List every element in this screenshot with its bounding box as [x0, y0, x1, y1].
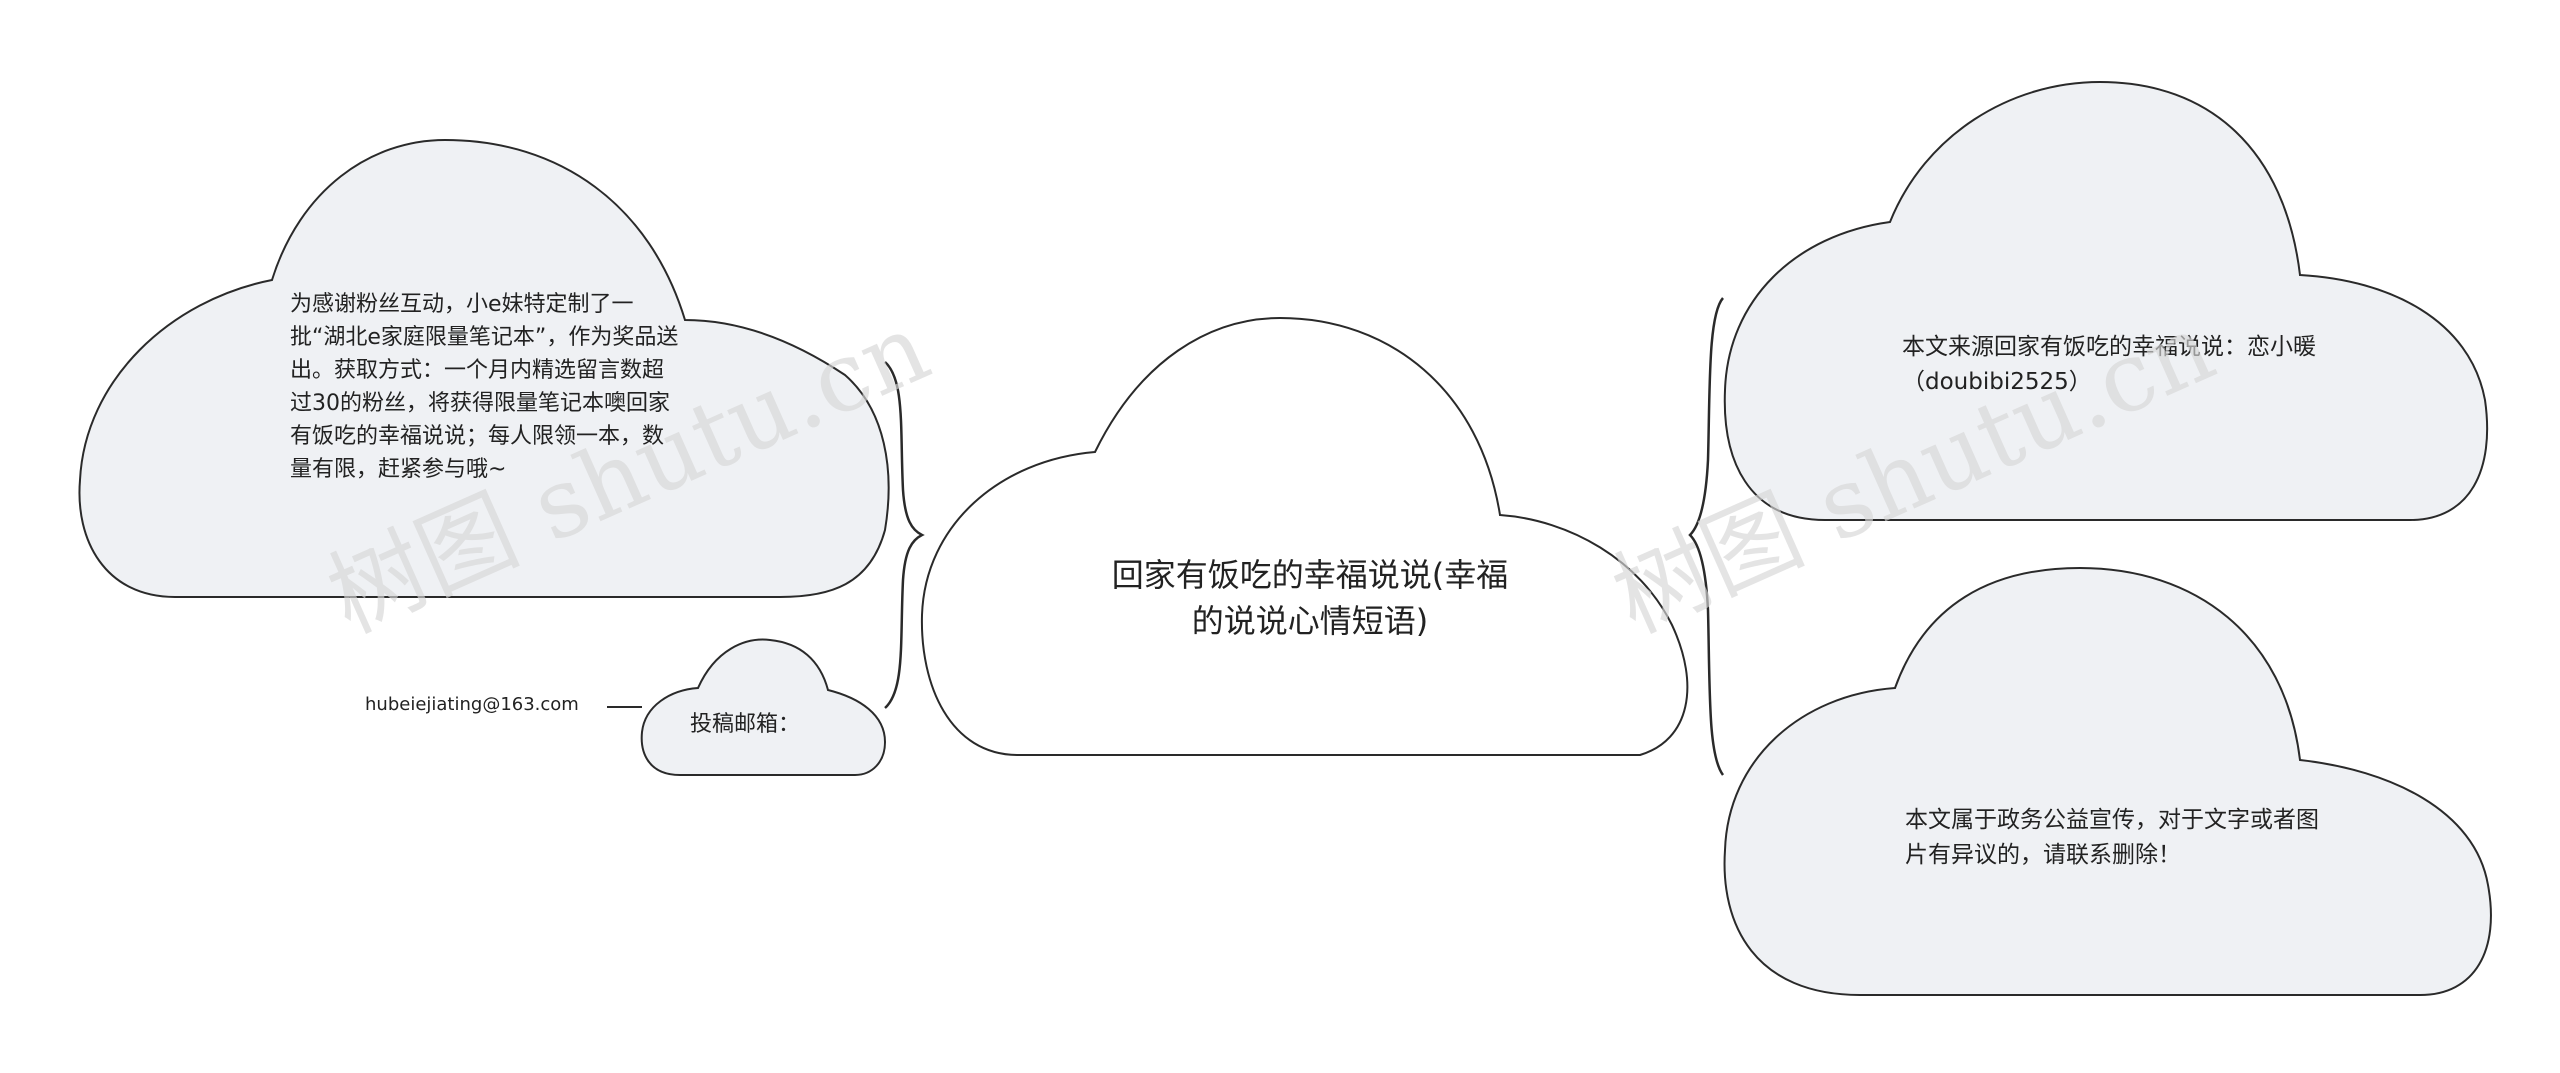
email-node-text: hubeiejiating@163.com: [365, 694, 579, 715]
right-bottom-node-text: 本文属于政务公益宣传，对于文字或者图片有异议的，请联系删除！: [1905, 807, 2319, 868]
mailbox-node-text: 投稿邮箱：: [690, 712, 801, 737]
bracket-right: [1688, 297, 1725, 776]
bracket-left: [884, 361, 925, 709]
cloud-right-top[interactable]: [1723, 80, 2489, 521]
center-topic-text: 回家有饭吃的幸福说说(幸福的说说心情短语): [1111, 556, 1509, 641]
right-top-node-text: 本文来源回家有饭吃的幸福说说：恋小暖（doubibi2525）: [1902, 334, 2316, 395]
cloud-center[interactable]: [920, 316, 1689, 756]
cloud-left-big[interactable]: [78, 138, 890, 598]
cloud-mailbox[interactable]: [640, 638, 887, 776]
cloud-right-bottom[interactable]: [1723, 566, 2492, 996]
left-node-text: 为感谢粉丝互动，小e妹特定制了一批“湖北e家庭限量笔记本”，作为奖品送出。获取方…: [290, 292, 679, 482]
